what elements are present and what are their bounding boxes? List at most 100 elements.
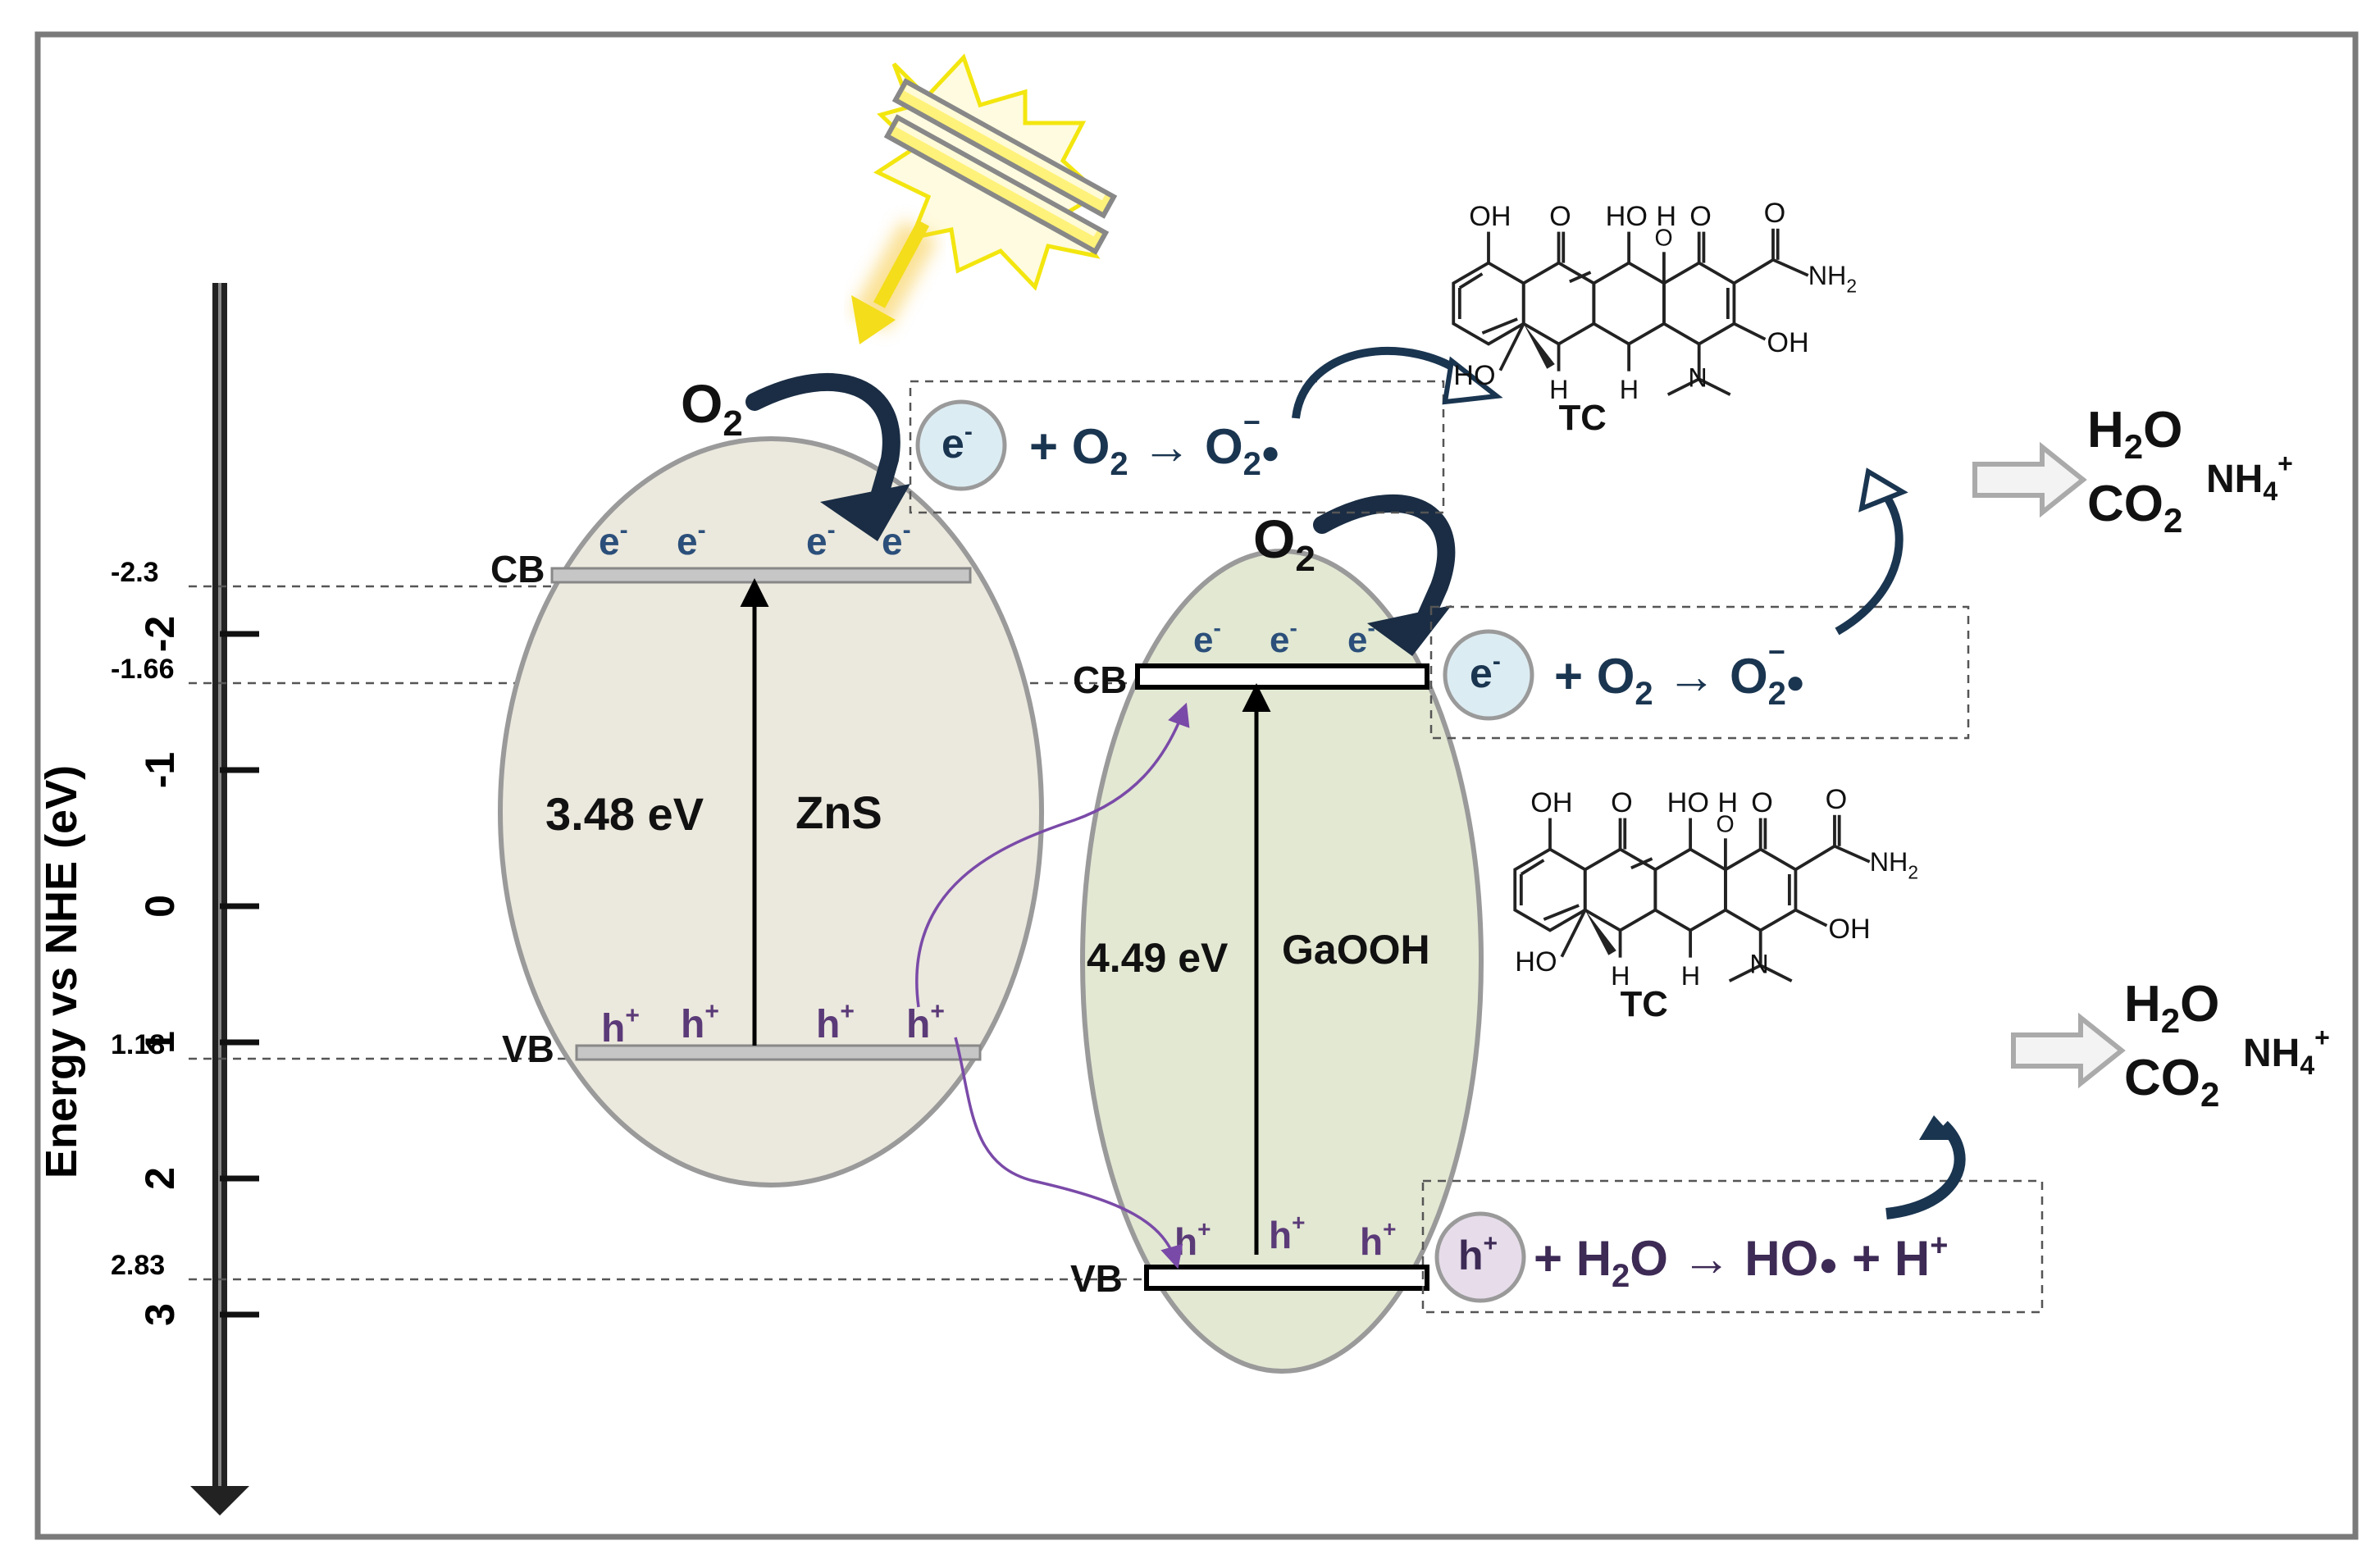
product-arrow-1 [1972, 441, 2087, 518]
level-value-label: -1.66 [111, 654, 175, 685]
gaooh-vb-band [1144, 1265, 1429, 1291]
svg-text:e-: e- [1270, 615, 1297, 660]
level-value-label: 1.18 [111, 1029, 165, 1060]
tc-bond [1733, 258, 1774, 285]
reaction-box-1 [909, 380, 1445, 514]
tc-atom-label: N [1688, 363, 1707, 393]
axis-tick-label: 3 [137, 1303, 183, 1326]
gaooh-gap-label: 4.49 eV [1087, 935, 1229, 981]
tc-atom-label: HO [1667, 787, 1709, 818]
tc-atom-label: H [1656, 201, 1676, 232]
reaction-1: e- + O2 → O2−● [915, 399, 1280, 491]
svg-text:h+: h+ [816, 998, 855, 1046]
tc-atom-label: O [1655, 226, 1673, 252]
tc-bond [1458, 272, 1484, 289]
tc-bond [1772, 258, 1809, 277]
tc-atom-label: OH [1530, 787, 1572, 818]
tc-bond [1498, 322, 1525, 371]
svg-text:+ H2O → HO● + H+: + H2O → HO● + H+ [1534, 1228, 1948, 1294]
svg-text:e-: e- [806, 517, 836, 563]
tc-atom-label: OH [1767, 327, 1808, 358]
svg-text:NH4+: NH4+ [2206, 449, 2293, 506]
tc-atom-label: H [1717, 787, 1738, 818]
tc-atom-label: H [1549, 375, 1568, 404]
tc-bond [1481, 317, 1518, 335]
zns-electrons: e- e- e- e- [599, 517, 911, 563]
axis-tick-label: 2 [137, 1167, 183, 1190]
product-arrow-2 [2011, 1012, 2126, 1089]
tc-bond [1733, 322, 1767, 341]
reaction-box-2 [1429, 605, 1970, 740]
hole-transfer-arrow-down [954, 1037, 1183, 1269]
reaction-box-3 [1421, 1179, 2044, 1314]
svg-text:CO2: CO2 [2124, 1050, 2219, 1114]
tc-bond [1759, 964, 1793, 982]
arrow-r1-to-tc [1292, 346, 1503, 419]
level-value-label: 2.83 [111, 1250, 165, 1281]
svg-text:e-: e- [1470, 648, 1501, 696]
svg-text:h+: h+ [1360, 1216, 1396, 1263]
tc-bond [1666, 377, 1700, 396]
axis-tick-label: 0 [137, 895, 183, 918]
tc-atom-label: O [1549, 201, 1571, 232]
gaooh-cb-band [1135, 663, 1429, 690]
zns-vb-label: VB [502, 1028, 554, 1070]
gaooh-holes: h+ h+ h+ [1174, 1210, 1396, 1263]
tc-atom-label: O [1717, 812, 1735, 838]
gaooh-ellipse [1080, 549, 1484, 1374]
tc-atom-label: H [1681, 961, 1700, 991]
svg-text:h+: h+ [906, 998, 945, 1046]
tc-atom-label: O [1764, 198, 1786, 229]
zns-vb-band [575, 1044, 982, 1061]
arrow-r3-to-tc [1885, 1115, 1966, 1219]
tc-atom-label: TC [1559, 398, 1607, 438]
axis-tick-label: -1 [137, 752, 183, 788]
gaooh-electrons: e- e- e- [1193, 615, 1375, 660]
tc-atom-label: HO [1606, 201, 1648, 232]
axis-tick-label: -2 [137, 616, 183, 652]
reaction-2: e- + O2 → O2−● [1443, 629, 1805, 721]
products-1: H2O CO2 NH4+ [2087, 402, 2293, 540]
tc-atom-label: HO [1515, 946, 1557, 978]
tc-bond [1794, 909, 1828, 928]
tc-atom-label: OH [1828, 914, 1870, 945]
zns-cb-band [550, 567, 972, 584]
tc-atom-label: O [1826, 784, 1848, 815]
svg-text:NH4+: NH4+ [2243, 1023, 2330, 1080]
hole-transfer-arrow-up [915, 702, 1190, 1008]
products-2: H2O CO2 NH4+ [2124, 976, 2330, 1114]
tc-atom-label: NH2 [1870, 847, 1918, 883]
svg-text:CO2: CO2 [2087, 476, 2182, 540]
lamp-icon [873, 53, 1118, 291]
tc-wedge [1523, 323, 1555, 369]
gaooh-name-label: GaOOH [1282, 927, 1430, 973]
zns-holes: h+ h+ h+ h+ [601, 998, 945, 1051]
tc-atom-label: O [1751, 787, 1773, 818]
o2-arrow-zns [745, 373, 910, 541]
svg-text:e-: e- [677, 517, 706, 563]
light-arrow [851, 219, 938, 344]
svg-text:e-: e- [1193, 615, 1221, 660]
arrow-r2-to-tc [1835, 467, 1908, 636]
o2-label-gaooh: O2 [1253, 508, 1315, 579]
svg-text:H2O: H2O [2087, 402, 2182, 466]
tc-bond [1630, 857, 1653, 870]
tc-bond [1543, 904, 1580, 921]
svg-text:+ O2 → O2−●: + O2 → O2−● [1554, 635, 1805, 712]
tc-bond [1794, 845, 1835, 871]
svg-text:+ O2 → O2−●: + O2 → O2−● [1029, 405, 1280, 482]
tc-atom-label: H [1620, 375, 1639, 404]
svg-text:H2O: H2O [2124, 976, 2219, 1040]
zns-ellipse [498, 436, 1044, 1187]
zns-name-label: ZnS [796, 786, 882, 838]
svg-text:e-: e- [942, 418, 973, 467]
tc-atom-label: TC [1621, 984, 1668, 1024]
tc-bond [1560, 909, 1587, 958]
svg-text:h+: h+ [1458, 1230, 1498, 1279]
axis-tick-label: 1 [137, 1031, 183, 1054]
tc-wedge [1584, 909, 1616, 955]
